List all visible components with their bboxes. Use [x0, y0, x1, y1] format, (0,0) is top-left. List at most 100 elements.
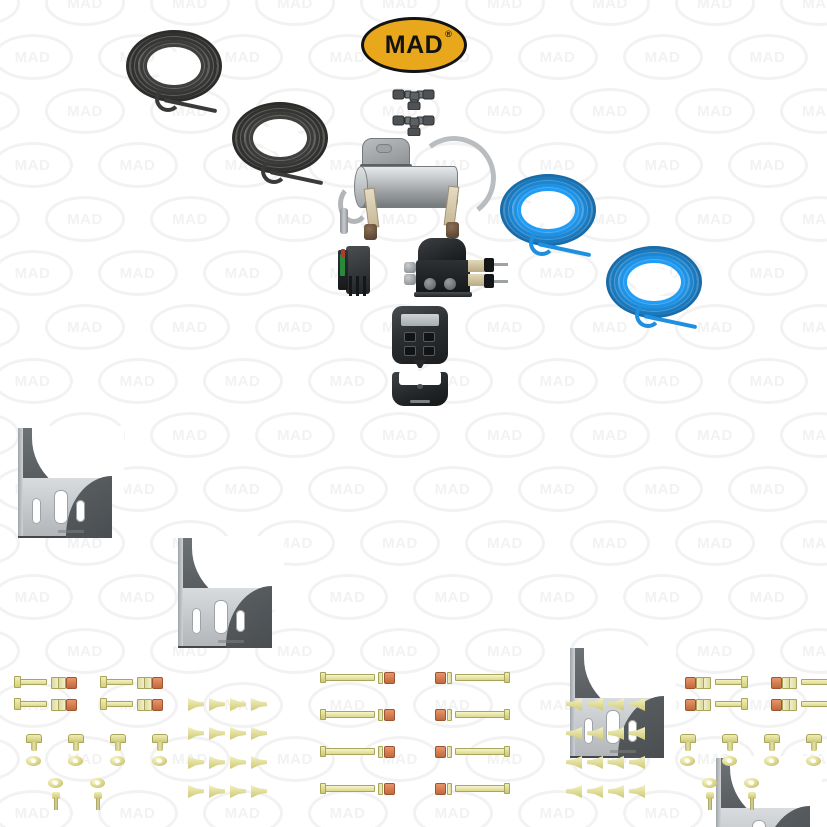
- hardware-cone-bolt: [209, 698, 225, 711]
- controller-display: [401, 314, 439, 326]
- hardware-cone-bolt: [251, 785, 267, 798]
- bracket-slot-small-right: [236, 610, 245, 632]
- hardware-cone-bolt: [251, 756, 267, 769]
- hardware-stud-bolt: [93, 792, 103, 810]
- cap-bolt-shaft: [115, 742, 121, 751]
- long-bolt-nut: [384, 746, 395, 758]
- stud-bolt-shaft: [96, 798, 100, 810]
- stud-bolt-shaft: [708, 798, 712, 810]
- relay-pin-1: [349, 276, 352, 296]
- washer-hole: [53, 781, 58, 785]
- hardware-cone-bolt: [251, 698, 267, 711]
- long-bolt-shaft: [455, 674, 505, 681]
- logo-oval: MAD®: [361, 17, 467, 73]
- air-line-coil-black-right: [232, 102, 328, 186]
- hardware-cone-bolt: [566, 698, 582, 711]
- hardware-washer: [722, 756, 737, 766]
- long-bolt-shaft: [455, 748, 505, 755]
- washer-spring: [144, 677, 152, 689]
- remote-controller[interactable]: [392, 306, 448, 368]
- valve-fitting-2: [468, 274, 484, 286]
- hw-inner-right: [566, 698, 652, 816]
- stud-bolt-head: [706, 792, 714, 799]
- bolt-head: [741, 698, 748, 710]
- hardware-cone-bolt: [629, 785, 645, 798]
- t-fitting-upper: [392, 88, 438, 115]
- hardware-bolt-washer-nut-set: [14, 698, 77, 712]
- coil-tail-curve: [528, 230, 555, 256]
- nut: [685, 699, 696, 711]
- cap-bolt-shaft: [727, 742, 733, 751]
- washer-flat: [703, 677, 711, 689]
- long-bolt: [454, 783, 510, 795]
- washer-hole: [727, 759, 732, 763]
- valve-tube-2: [494, 280, 508, 283]
- hardware-stud-bolt: [51, 792, 61, 810]
- cap-bolt-shaft: [685, 742, 691, 751]
- hardware-washer: [110, 756, 125, 766]
- long-bolt-washer: [378, 783, 383, 795]
- bolt-shaft: [20, 701, 47, 707]
- bolt: [100, 676, 134, 689]
- controller-cable-stub: [414, 360, 426, 368]
- controller-button-up-right[interactable]: [423, 332, 435, 342]
- bracket-slot-small-left: [192, 608, 201, 634]
- hardware-washer: [806, 756, 821, 766]
- hardware-cap-bolt: [722, 734, 738, 751]
- long-bolt-shaft: [455, 785, 505, 792]
- controller-button-down-right[interactable]: [423, 346, 435, 356]
- relay-pin-2: [356, 276, 359, 296]
- hardware-cone-bolt: [587, 756, 603, 769]
- bracket-stamp: [58, 530, 84, 533]
- long-bolt: [454, 709, 510, 721]
- long-bolt: [320, 746, 376, 758]
- hardware-cone-bolt: [230, 698, 246, 711]
- hw-outer-left: [14, 676, 174, 816]
- washer-flat: [789, 677, 797, 689]
- hardware-long-bolt-set: [320, 783, 398, 797]
- washer-hole: [707, 781, 712, 785]
- nut: [66, 699, 77, 711]
- hardware-long-bolt-set: [432, 709, 510, 723]
- relay-pin-3: [363, 276, 366, 296]
- washer-hole: [95, 781, 100, 785]
- washer-hole: [115, 759, 120, 763]
- hardware-cone-bolt: [566, 756, 582, 769]
- bolt-shaft: [106, 679, 133, 685]
- valve-outlet-1: [484, 258, 494, 272]
- cap-bolt-shaft: [31, 742, 37, 751]
- bolt-shaft: [20, 679, 47, 685]
- hardware-long-bolt-set: [432, 672, 510, 686]
- washer-hole: [769, 759, 774, 763]
- controller-button-down-left[interactable]: [404, 346, 416, 356]
- long-bolt: [320, 783, 376, 795]
- hardware-cone-bolt: [209, 756, 225, 769]
- hardware-long-bolt-set: [432, 783, 510, 797]
- bracket-stamp: [218, 640, 244, 643]
- logo-registered-mark: ®: [445, 28, 453, 39]
- cap-bolt-shaft: [811, 742, 817, 751]
- compressor-inlet-tube: [340, 208, 348, 234]
- compressor-head-port: [376, 144, 392, 153]
- long-bolt-nut: [435, 672, 446, 684]
- coil-center-hole: [634, 267, 674, 297]
- cap-bolt-shaft: [157, 742, 163, 751]
- controller-button-up-left[interactable]: [404, 332, 416, 342]
- long-bolt-shaft: [455, 711, 505, 718]
- bracket-slot-large: [54, 490, 68, 524]
- compressor-inlet-hose: [338, 184, 370, 224]
- logo-text: MAD®: [384, 28, 453, 59]
- long-bolt-washer: [378, 746, 383, 758]
- bolt-shaft: [801, 679, 827, 685]
- relay-green-wire: [340, 254, 345, 276]
- hardware-cone-bolt: [566, 727, 582, 740]
- washer-hole: [73, 759, 78, 763]
- hardware-cone-bolt: [251, 727, 267, 740]
- cap-bolt-shaft: [769, 742, 775, 751]
- hardware-cone-bolt: [209, 727, 225, 740]
- nut: [685, 677, 696, 689]
- stud-bolt-head: [52, 792, 60, 799]
- stud-bolt-head: [748, 792, 756, 799]
- hardware-long-bolt-set: [320, 672, 398, 686]
- hardware-washer: [702, 778, 717, 788]
